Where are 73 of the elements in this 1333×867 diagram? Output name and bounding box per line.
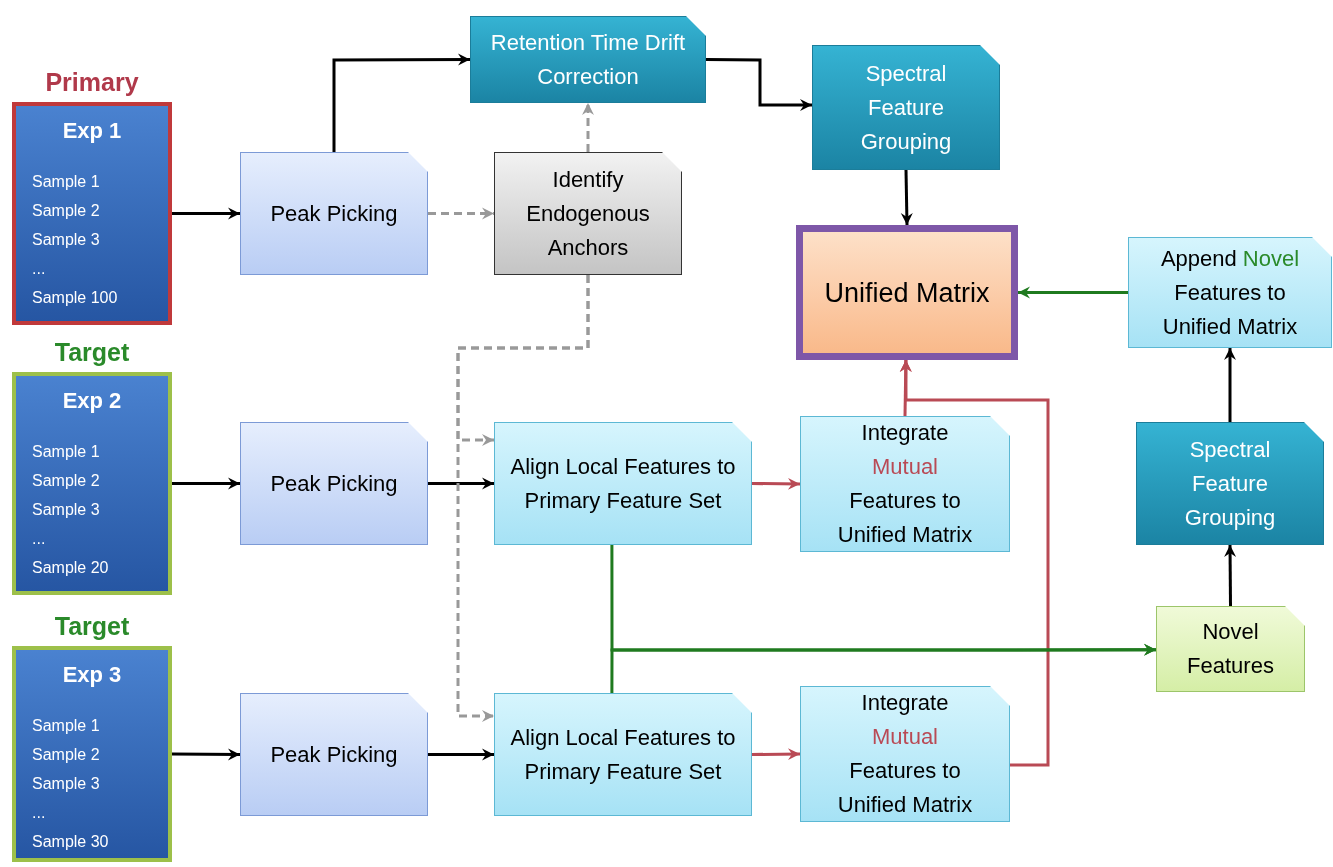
arrow [428, 748, 494, 761]
sample-label: ... [32, 529, 47, 549]
matrix-box [796, 225, 1018, 360]
process-box [494, 422, 752, 545]
box-text: Append [1160, 245, 1237, 271]
box-text: Peak Picking [270, 740, 398, 769]
sample-label: Sample 3 [32, 230, 101, 250]
box-text: Novel Features [1186, 618, 1275, 680]
box-text: Peak Picking [270, 199, 398, 228]
box-text: Features to Unified Matrix [836, 487, 974, 549]
process-box [1156, 606, 1305, 692]
group-heading: Target [54, 337, 130, 368]
arrow [900, 169, 913, 226]
arrow [610, 643, 1156, 693]
sample-label: Sample 2 [32, 745, 101, 765]
box-text: Retention Time Drift Correction [489, 28, 687, 91]
arrow [172, 748, 240, 761]
box-text: Mutual [871, 453, 938, 481]
process-box [240, 693, 428, 816]
sample-label: Sample 20 [32, 558, 110, 578]
box-text: Identify Endogenous Anchors [525, 165, 651, 262]
panel-title: Exp 3 [62, 661, 122, 689]
box-text: Integrate [861, 419, 949, 447]
box-text: Integrate [861, 689, 949, 717]
process-box [812, 45, 1000, 170]
box-text: Spectral Feature Grouping [859, 59, 953, 156]
process-box [1136, 422, 1324, 545]
arrow [1018, 286, 1128, 299]
arrow [706, 58, 812, 111]
arrow [332, 53, 470, 152]
process-box [240, 152, 428, 275]
arrow [582, 103, 594, 152]
sample-label: Sample 100 [32, 288, 119, 308]
sample-label: Sample 1 [32, 442, 101, 462]
process-box [1128, 237, 1332, 348]
box-text: Mutual [871, 723, 938, 751]
process-box [240, 422, 428, 545]
box-text: Features to Unified Matrix [1162, 279, 1298, 339]
sample-label: Sample 2 [32, 471, 101, 491]
arrow [428, 477, 494, 490]
arrow [752, 477, 800, 490]
sample-label: Sample 3 [32, 500, 101, 520]
process-box [800, 686, 1010, 822]
process-box [494, 693, 752, 816]
arrow [1224, 545, 1237, 606]
box-text: Features to Unified Matrix [836, 757, 974, 819]
panel-title: Exp 1 [62, 117, 122, 145]
sample-label: Sample 1 [32, 716, 101, 736]
sample-label: ... [32, 803, 47, 823]
panel-title: Exp 2 [62, 387, 122, 415]
arrow [899, 360, 1050, 767]
box-text: Align Local Features to Primary Feature Set [509, 452, 737, 515]
arrow [172, 207, 240, 220]
process-box [470, 16, 706, 103]
group-heading: Primary [45, 67, 139, 98]
box-text: Peak Picking [270, 469, 398, 498]
box-text: Spectral Feature Grouping [1183, 435, 1277, 532]
arrow [428, 207, 494, 220]
arrow [1224, 348, 1236, 422]
box-text: Unified Matrix [824, 276, 990, 310]
sample-label: Sample 2 [32, 201, 101, 221]
sample-label: Sample 3 [32, 774, 101, 794]
arrow [752, 748, 800, 761]
box-text: Align Local Features to Primary Feature Set [509, 723, 737, 786]
arrow [456, 275, 590, 722]
process-box [494, 152, 682, 275]
sample-label: Sample 30 [32, 832, 110, 852]
sample-label: ... [32, 259, 47, 279]
group-heading: Target [54, 611, 130, 642]
box-text: Novel [1242, 245, 1300, 271]
sample-label: Sample 1 [32, 172, 101, 192]
arrow [172, 477, 240, 490]
process-box [800, 416, 1010, 552]
